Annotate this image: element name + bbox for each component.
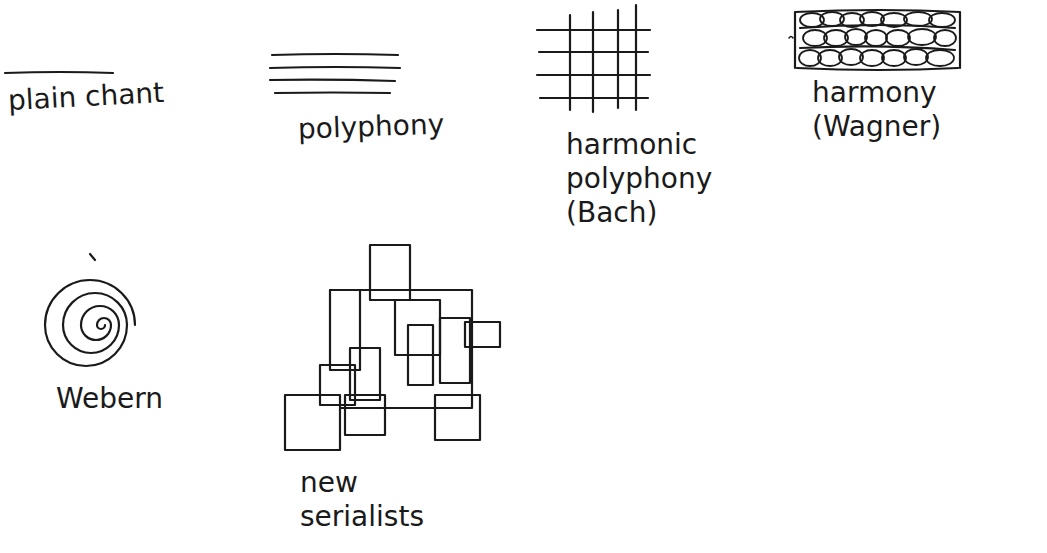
loop (934, 30, 956, 46)
loop (926, 50, 954, 66)
single-line (5, 72, 113, 73)
loop (929, 13, 955, 27)
line (569, 15, 571, 110)
line (275, 91, 390, 94)
loop (904, 49, 928, 65)
rect (465, 322, 500, 347)
loops (799, 12, 956, 66)
outline (795, 10, 960, 70)
sketch-label: harmonic polyphony (Bach) (566, 128, 712, 230)
sketch-label: harmony (Wagner) (812, 76, 941, 144)
tick (90, 254, 95, 260)
loop (845, 29, 867, 45)
tangled-block (789, 10, 960, 70)
rect (345, 395, 385, 435)
overlapping-rectangles (285, 245, 500, 450)
grid (537, 5, 650, 112)
parallel-lines (270, 54, 400, 93)
frame-line (330, 290, 472, 408)
spiral-line (45, 280, 135, 366)
rect (320, 365, 355, 405)
line (800, 25, 955, 50)
loop (908, 29, 936, 45)
tick (789, 37, 793, 39)
loop (860, 50, 884, 66)
loop (904, 12, 932, 26)
line (272, 54, 398, 55)
spiral (45, 254, 135, 366)
line (270, 80, 395, 81)
line (635, 5, 637, 110)
line (592, 12, 594, 112)
rect (285, 395, 340, 450)
loop (882, 50, 906, 66)
loop (865, 30, 887, 46)
rect (408, 325, 433, 385)
sketch-label: Webern (56, 382, 163, 416)
sketch-label: polyphony (297, 107, 444, 146)
sketch-label: new serialists (300, 466, 424, 534)
line (270, 67, 400, 68)
rect (435, 395, 480, 440)
sketch-label: plain chant (7, 76, 165, 118)
line (617, 10, 619, 108)
loop (881, 13, 907, 27)
rect (370, 245, 410, 300)
loop (886, 30, 910, 46)
rect (330, 290, 360, 370)
